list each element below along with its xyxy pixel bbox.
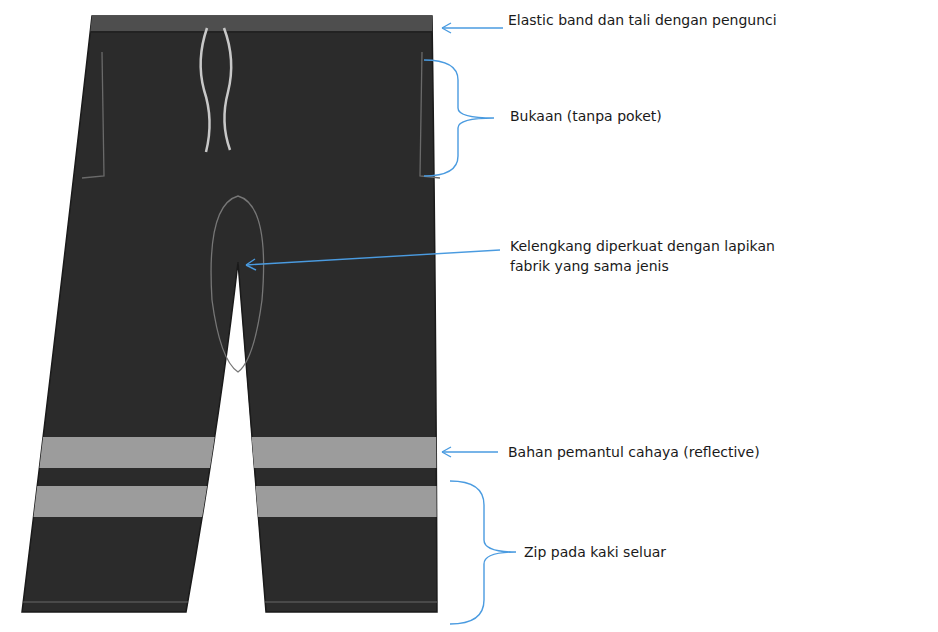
drawstring <box>224 28 231 150</box>
callout-label: Bahan pemantul cahaya (reflective) <box>508 442 928 462</box>
trousers-body <box>22 16 437 612</box>
callout-label: Kelengkang diperkuat dengan lapikan fabr… <box>510 236 810 276</box>
callout-label: Zip pada kaki seluar <box>524 542 904 562</box>
callout-label: Bukaan (tanpa poket) <box>510 106 890 126</box>
drawstring <box>201 28 210 152</box>
crotch-reinforcement <box>211 196 264 372</box>
bracket <box>424 60 494 176</box>
pocket-opening <box>420 52 440 178</box>
pocket-opening <box>82 52 104 178</box>
callout-label: Elastic band dan tali dengan pengunci <box>508 10 808 30</box>
reflective-band <box>0 486 500 517</box>
bracket <box>450 481 516 624</box>
reflective-band <box>0 437 500 468</box>
waistband <box>0 16 500 32</box>
